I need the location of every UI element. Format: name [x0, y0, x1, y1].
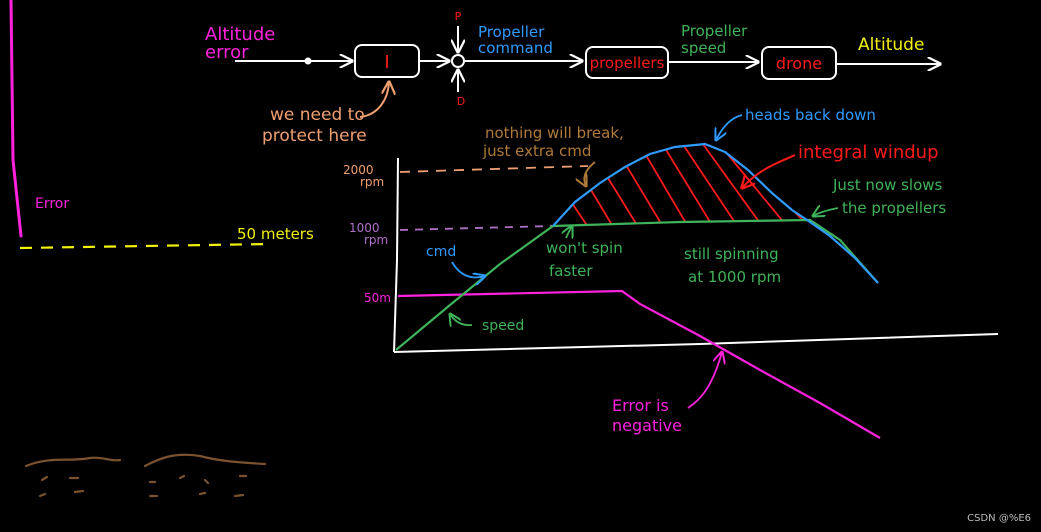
- propeller-command-label-line1: Propeller: [478, 23, 545, 41]
- slows-note-line1: Just now slows: [832, 176, 943, 194]
- still-spinning-note-line2: at 1000 rpm: [688, 268, 781, 286]
- protect-note-line2: protect here: [262, 126, 367, 146]
- integral-windup-note: integral windup: [798, 142, 939, 163]
- wont-spin-arrow: [566, 226, 572, 238]
- propeller-command-label-line2: command: [478, 39, 553, 57]
- altitude-error-label-line1: Altitude: [205, 24, 275, 45]
- y-1000-label-line2: rpm: [364, 233, 388, 247]
- protect-note-line1: we need to: [270, 105, 365, 125]
- still-spinning-note-line1: still spinning: [684, 245, 779, 263]
- p-label: P: [455, 10, 462, 23]
- cmd-label-arrow: [451, 261, 485, 277]
- d-label: D: [457, 95, 465, 108]
- heads-back-note: heads back down: [745, 106, 876, 124]
- nothing-break-arrow: [584, 161, 596, 186]
- y-50m-label: 50m: [364, 291, 391, 305]
- wont-spin-note-line2: faster: [549, 262, 593, 280]
- left-panel: Error 50 meters: [9, 0, 314, 498]
- error-curve: [397, 289, 881, 439]
- cmd-label: cmd: [426, 244, 456, 260]
- response-graph: 2000 rpm 1000 rpm 50m cmd speed: [343, 106, 999, 439]
- level-1000-dashed: [399, 225, 553, 231]
- heads-back-arrow: [716, 114, 743, 140]
- slows-note-arrow: [813, 208, 839, 216]
- watermark: CSDN @%E6: [967, 513, 1031, 524]
- propellers-block: [585, 46, 669, 79]
- slows-note-line2: the propellers: [842, 199, 946, 217]
- speed-label-arrow: [450, 314, 473, 325]
- propeller-speed-label-line1: Propeller: [681, 22, 748, 40]
- error-negative-note-line1: Error is: [612, 396, 669, 415]
- y-2000-label-line2: rpm: [360, 175, 384, 189]
- altitude-output-label: Altitude: [858, 35, 924, 55]
- wont-spin-note-line1: won't spin: [546, 239, 623, 257]
- error-negative-note-line2: negative: [612, 416, 682, 435]
- propellers-label: propellers: [590, 54, 665, 72]
- branch-point: [304, 57, 312, 65]
- ground-sketch: [24, 453, 267, 498]
- drone-label: drone: [776, 54, 822, 73]
- summing-junction: [451, 54, 465, 68]
- drone-block: [761, 46, 837, 80]
- protect-note-arrow: [359, 82, 389, 118]
- level-2000-dashed: [399, 165, 589, 173]
- command-curve: [552, 142, 879, 284]
- error-negative-arrow: [687, 352, 722, 409]
- error-axis-line: [9, 0, 23, 238]
- integral-windup-hatch: [569, 144, 807, 226]
- block-diagram: Altitude error I P D Propeller command p…: [205, 10, 940, 146]
- speed-label: speed: [482, 318, 524, 334]
- error-label: Error: [35, 196, 69, 212]
- setpoint-label: 50 meters: [237, 225, 314, 243]
- integral-windup-arrow: [742, 154, 796, 188]
- integrator-label: I: [384, 52, 389, 73]
- y-axis: [393, 157, 399, 353]
- x-axis: [393, 333, 999, 353]
- y-1000-label-line1: 1000: [349, 221, 380, 235]
- integrator-block: [354, 44, 420, 78]
- nothing-break-note-line2: just extra cmd: [482, 142, 591, 160]
- altitude-error-label-line2: error: [205, 42, 249, 63]
- nothing-break-note-line1: nothing will break,: [485, 124, 624, 142]
- speed-curve: [395, 218, 879, 351]
- propeller-speed-label-line2: speed: [681, 39, 726, 57]
- setpoint-dashed-line: [19, 242, 271, 250]
- y-2000-label-line1: 2000: [343, 163, 374, 177]
